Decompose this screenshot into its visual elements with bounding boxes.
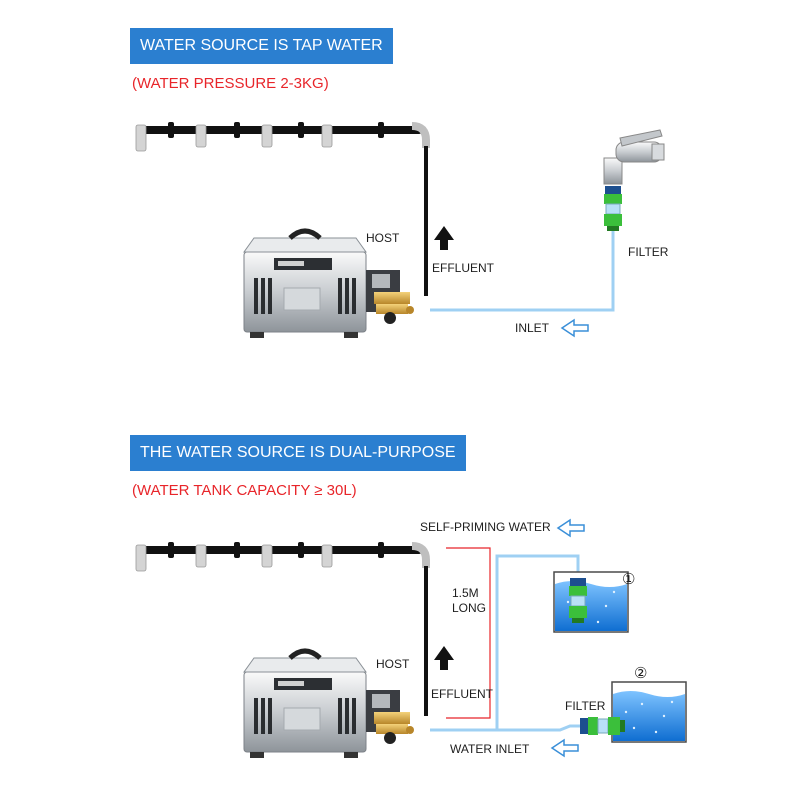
section2-inlet-line [430,724,598,732]
section2-water-inlet-label: WATER INLET [450,742,530,756]
section1-inlet-label: INLET [515,321,550,335]
section2-banner: THE WATER SOURCE IS DUAL-PURPOSE [130,435,466,471]
section2-filter-1 [568,577,588,624]
section2-inlet-arrow [550,738,579,758]
left-arrow-icon [560,318,589,338]
section2-red-length-guide [446,547,491,719]
left-arrow-icon [556,518,585,538]
section1-note: (WATER PRESSURE 2-3KG) [132,75,329,92]
section2-self-priming-label: SELF-PRIMING WATER [420,520,551,534]
section1-misting-line [136,122,426,296]
section2-tank-2 [611,681,687,743]
up-arrow-icon [434,226,454,250]
section2-misting-line [136,542,426,716]
section1-effluent-arrow [434,226,454,250]
section1-banner: WATER SOURCE IS TAP WATER [130,28,393,64]
section1-effluent-label: EFFLUENT [432,261,495,275]
section2-effluent-arrow [434,646,454,670]
section2-tank1-marker: ① [622,571,636,588]
section2-tank2-marker: ② [634,665,648,682]
section1-tap-faucet [603,129,665,185]
section2-filter-2 [579,716,626,736]
section2-host-label: HOST [376,657,410,671]
section2-self-priming-arrow [556,518,585,538]
section2-effluent-label: EFFLUENT [431,687,494,701]
section2-filter-label: FILTER [565,699,606,713]
section1-host-label: HOST [366,231,400,245]
section1-inlet-line [430,231,615,312]
section1-filter-label: FILTER [628,245,669,259]
section2-length-label-2: LONG [452,601,487,615]
section1-filter [603,185,623,232]
left-arrow-icon [550,738,579,758]
section2-length-label-1: 1.5M [452,586,479,600]
section1-inlet-arrow [560,318,589,338]
section2-tank-1 [553,571,629,633]
section2-note: (WATER TANK CAPACITY ≥ 30L) [132,482,357,499]
